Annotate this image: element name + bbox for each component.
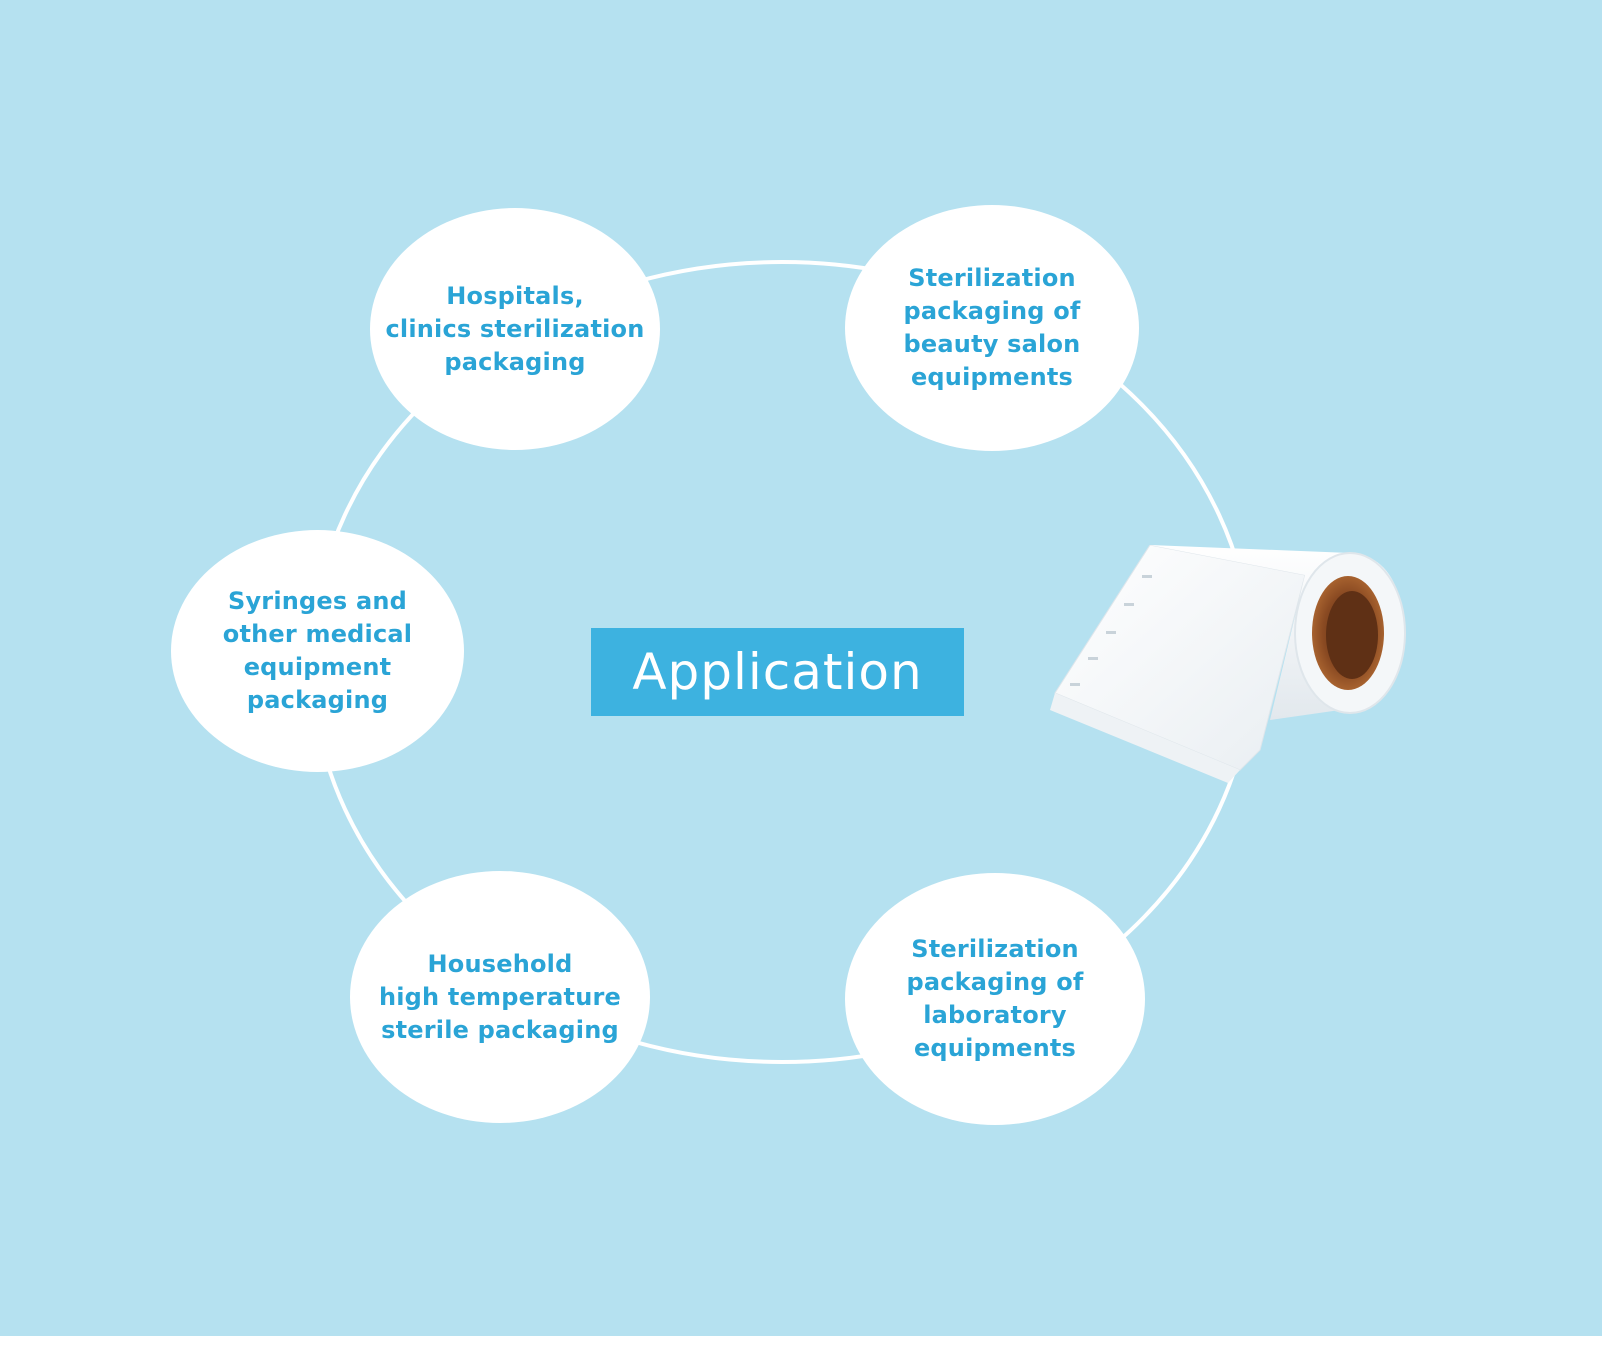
application-label-hospitals: Hospitals, clinics sterilization packagi… bbox=[385, 281, 645, 376]
sterilization-roll-icon bbox=[1050, 545, 1406, 783]
application-label-beauty-salon: Sterilization packaging of beauty salon … bbox=[903, 264, 1081, 391]
page-title: Application bbox=[632, 643, 923, 701]
title-box: Application bbox=[591, 628, 964, 716]
application-label-syringes: Syringes and other medical equipment pac… bbox=[222, 587, 413, 714]
bottom-strip bbox=[0, 1336, 1602, 1346]
application-label-laboratory: Sterilization packaging of laboratory eq… bbox=[906, 935, 1084, 1062]
application-bubble-household: Household high temperature sterile packa… bbox=[350, 871, 650, 1123]
application-label-household: Household high temperature sterile packa… bbox=[378, 949, 622, 1044]
application-bubble-syringes: Syringes and other medical equipment pac… bbox=[171, 530, 464, 772]
application-bubble-laboratory: Sterilization packaging of laboratory eq… bbox=[845, 873, 1145, 1125]
application-bubble-hospitals: Hospitals, clinics sterilization packagi… bbox=[370, 208, 660, 450]
application-bubble-beauty-salon: Sterilization packaging of beauty salon … bbox=[845, 205, 1139, 451]
